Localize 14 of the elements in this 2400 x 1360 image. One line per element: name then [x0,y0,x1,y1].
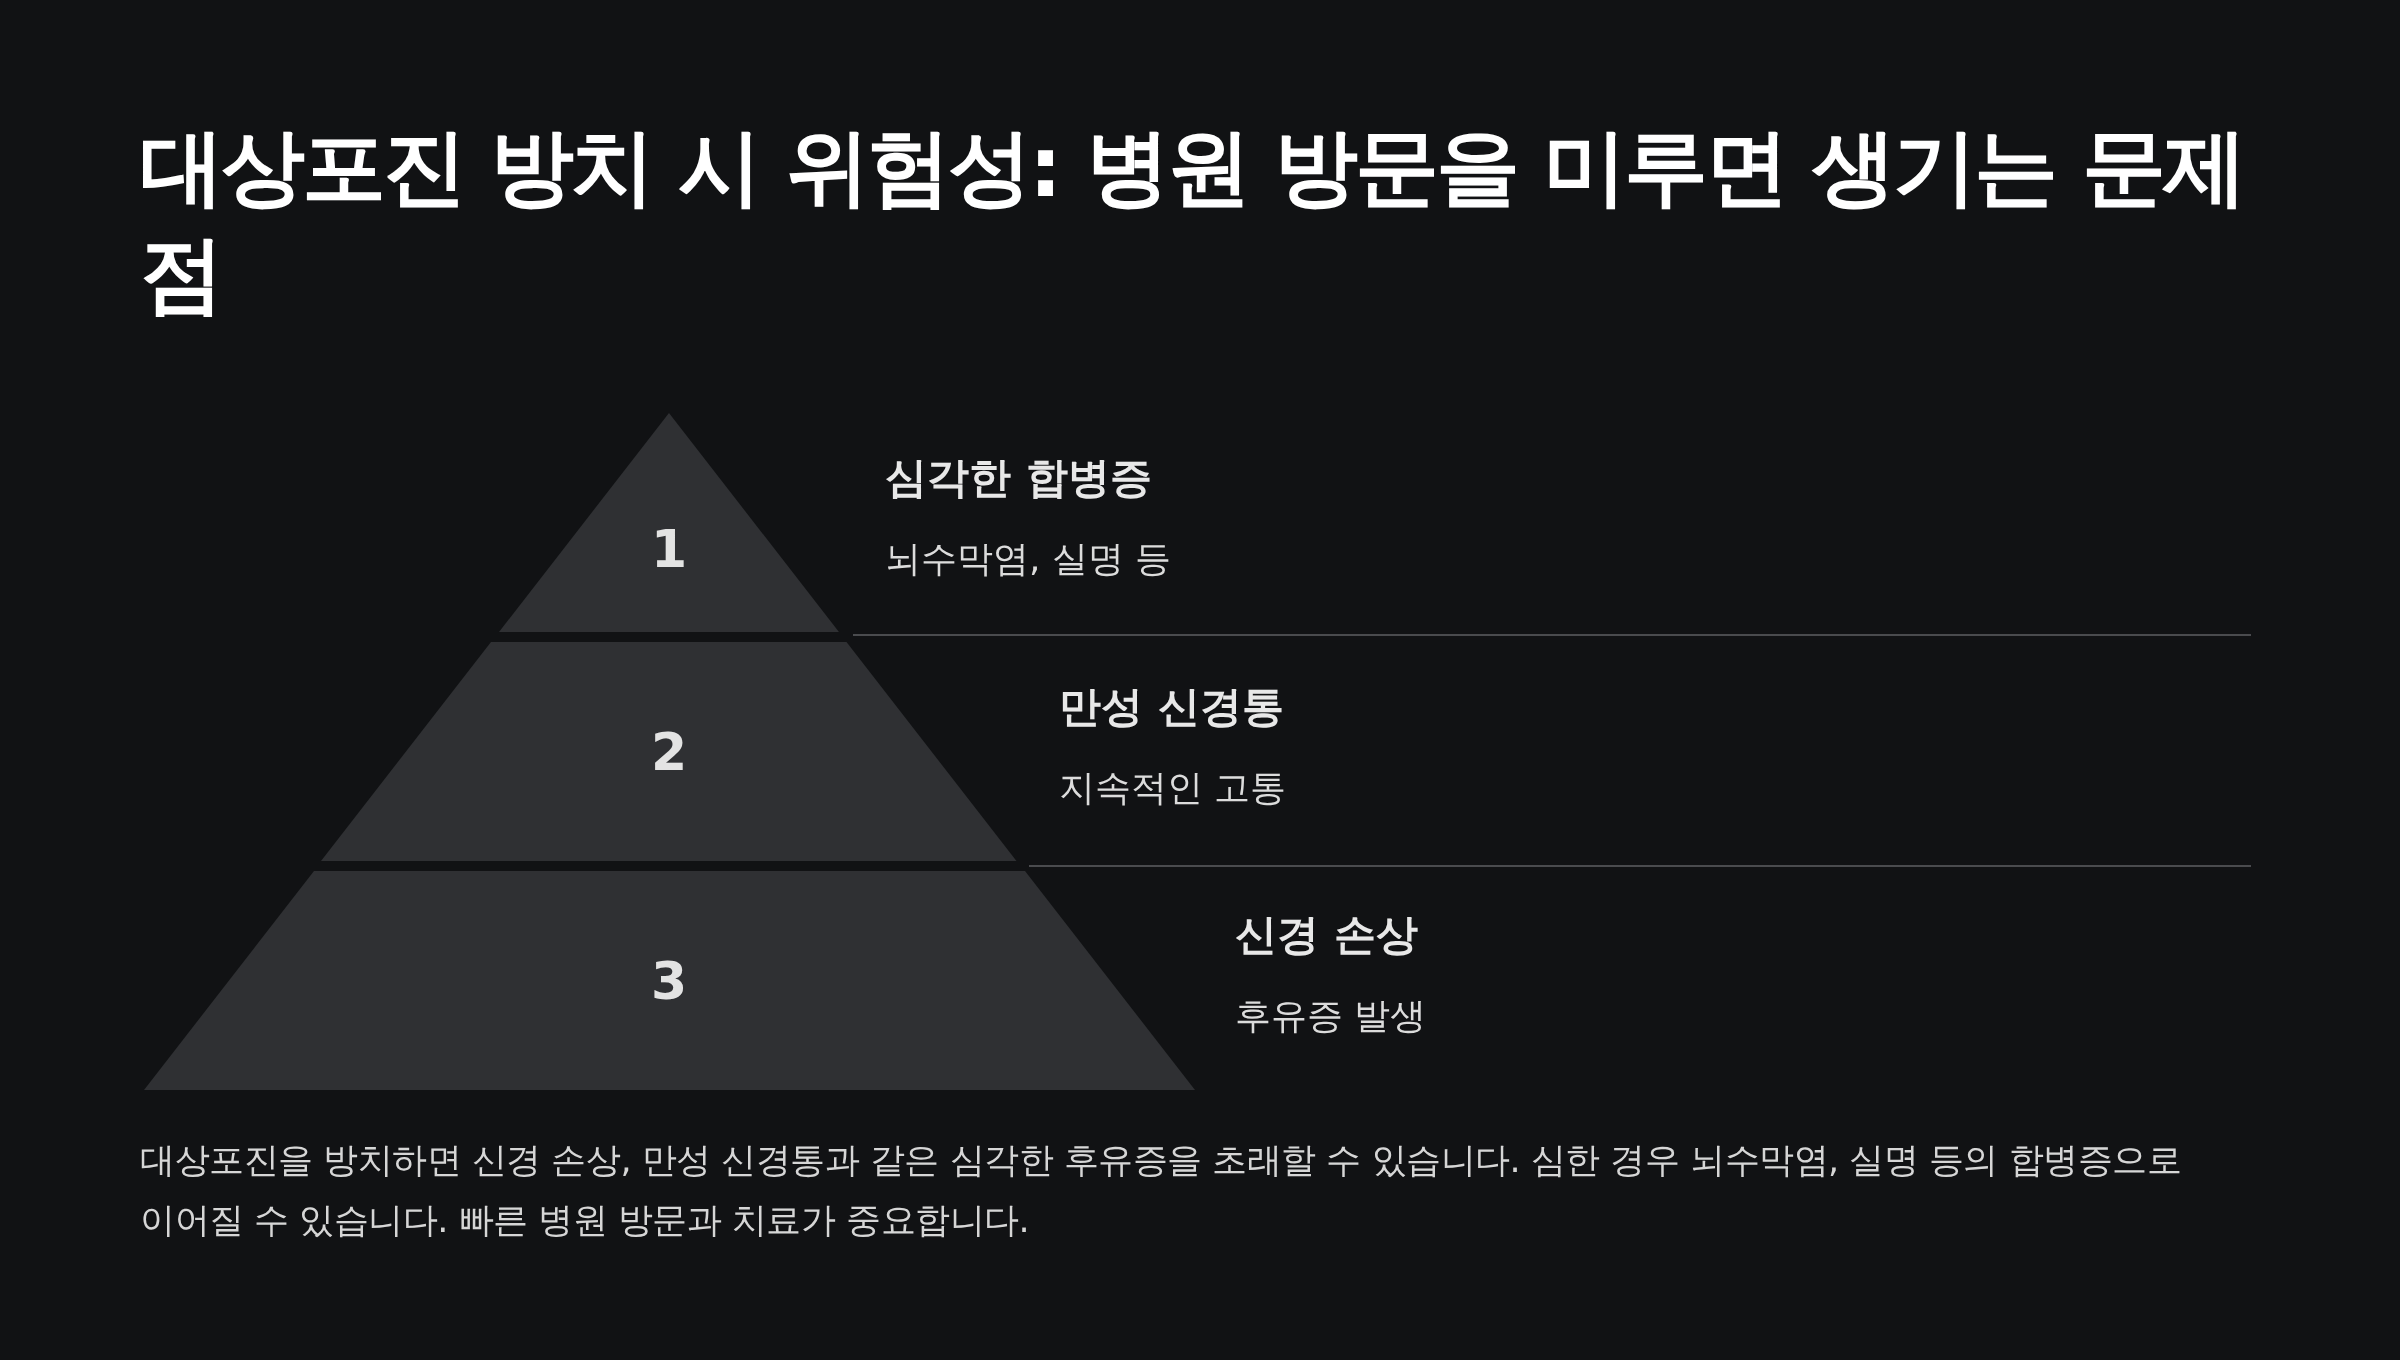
tier-description: 뇌수막염, 실명 등 [885,537,1172,581]
pyramid-tier [143,871,1195,1090]
tier-description: 지속적인 고통 [1059,766,1287,810]
pyramid-tier [499,413,839,632]
pyramid-tier [321,642,1017,861]
slide-title: 대상포진 방치 시 위험성: 병원 방문을 미루면 생기는 문제점 [140,117,2245,325]
tier-number: 3 [650,954,688,1007]
tier-number: 1 [650,522,688,575]
tier-description: 후유증 발생 [1235,994,1427,1038]
tier-heading: 신경 손상 [1235,910,1418,961]
tier-number: 2 [650,725,688,778]
tier-heading: 심각한 합병증 [885,453,1152,504]
tier-heading: 만성 신경통 [1059,682,1284,733]
caption-text: 대상포진을 방치하면 신경 손상, 만성 신경통과 같은 심각한 후유증을 초래할 수 있습니다. 심한 경우 뇌수막염, 실명 등의 합병증으로 이어질 수 있습니다. 빠른 병원 방문과 치료가 중요합니다. [140,1139,2182,1242]
